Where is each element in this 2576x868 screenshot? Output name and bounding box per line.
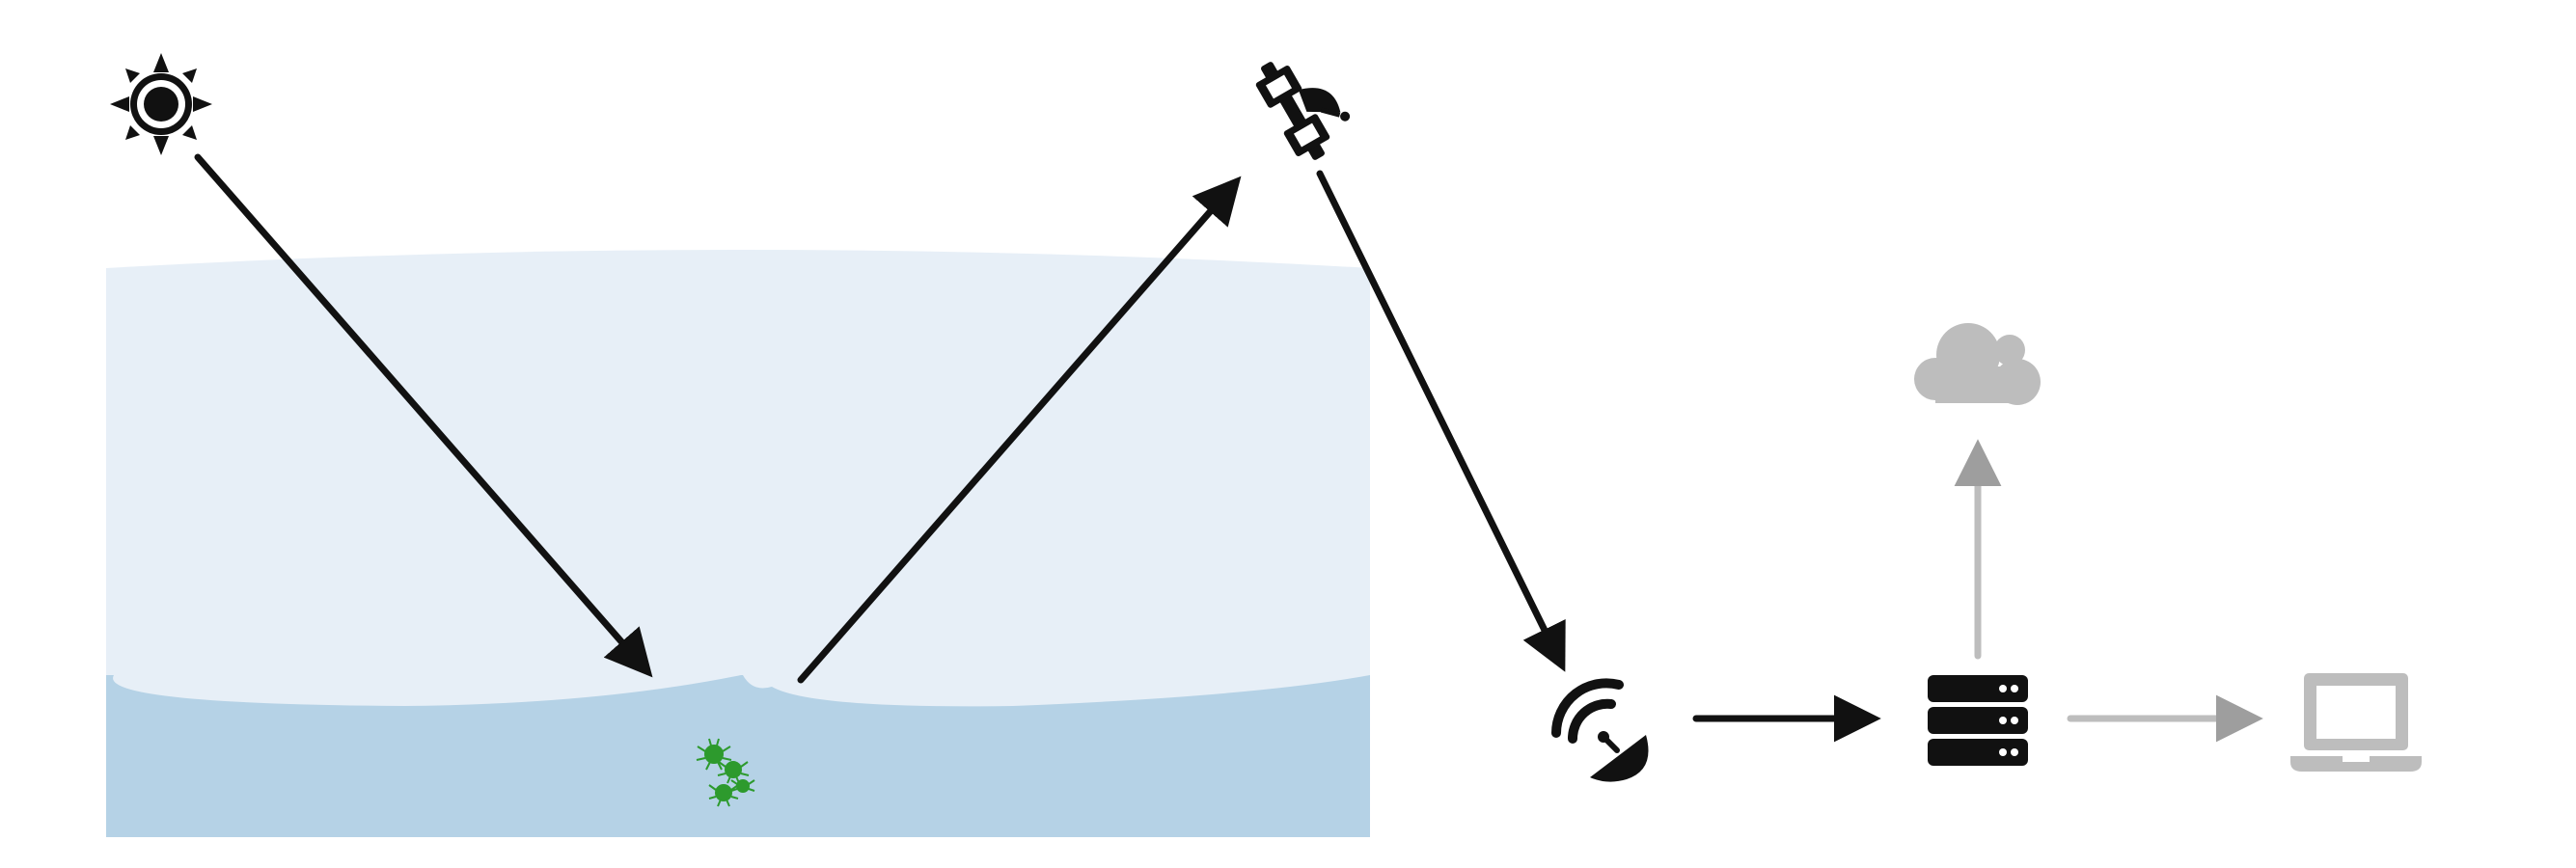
atmosphere-layer — [106, 250, 1370, 837]
satellite-icon — [1255, 62, 1351, 160]
laptop-icon — [2290, 673, 2422, 772]
algae-icon — [696, 738, 755, 807]
arrow-algae-to-satellite — [797, 176, 1242, 684]
sun-icon — [110, 53, 212, 155]
arrow-sun-to-algae — [194, 153, 653, 678]
arrow-satellite-to-ground-station — [1316, 170, 1566, 672]
server-icon — [1928, 675, 2028, 766]
flow-arrows — [194, 153, 2263, 743]
satellite-dish-icon — [1551, 678, 1649, 782]
water-body — [106, 675, 1370, 837]
cloud-icon — [1914, 323, 2041, 405]
